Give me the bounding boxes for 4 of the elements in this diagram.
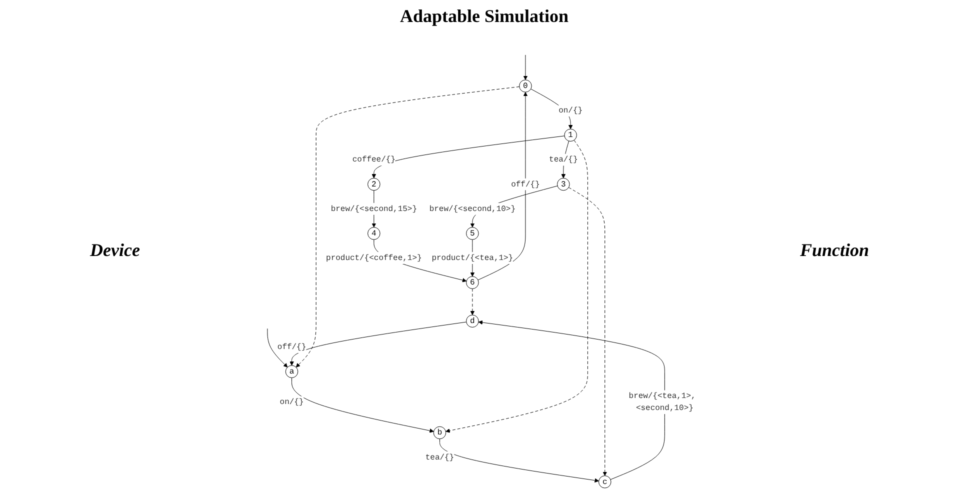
arrow bbox=[296, 86, 520, 368]
caption-text: Function bbox=[800, 240, 870, 261]
annotation-text: Adaptable Simulation bbox=[400, 6, 569, 27]
caption-text: Device bbox=[90, 240, 140, 261]
